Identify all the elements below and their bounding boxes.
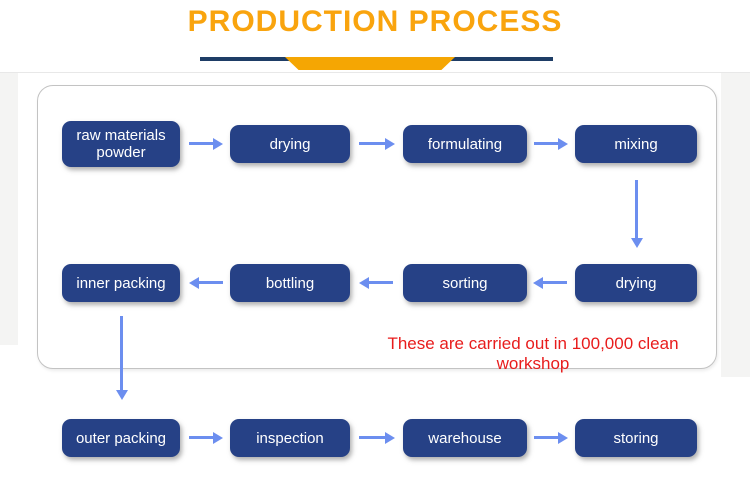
- left-gutter: [0, 73, 18, 345]
- page-title: PRODUCTION PROCESS: [187, 5, 563, 38]
- arrow-down-icon: [120, 316, 123, 390]
- node-label: outer packing: [75, 429, 167, 447]
- arrow-left-icon: [543, 281, 567, 284]
- node-label: bottling: [265, 274, 315, 292]
- node-label: sorting: [442, 274, 488, 292]
- node-inner-packing: inner packing: [62, 264, 180, 302]
- arrow-right-icon: [359, 142, 385, 145]
- workshop-note: These are carried out in 100,000 clean w…: [387, 334, 679, 373]
- node-sorting: sorting: [403, 264, 527, 302]
- arrow-right-icon: [534, 436, 558, 439]
- node-inspection: inspection: [230, 419, 350, 457]
- node-warehouse: warehouse: [403, 419, 527, 457]
- node-storing: storing: [575, 419, 697, 457]
- node-bottling: bottling: [230, 264, 350, 302]
- right-gutter: [721, 73, 750, 377]
- node-label: drying: [615, 274, 657, 292]
- arrow-right-icon: [189, 436, 213, 439]
- node-label: formulating: [427, 135, 503, 153]
- node-drying-1: drying: [230, 125, 350, 163]
- arrow-left-icon: [369, 281, 393, 284]
- node-formulating: formulating: [403, 125, 527, 163]
- node-outer-packing: outer packing: [62, 419, 180, 457]
- node-drying-2: drying: [575, 264, 697, 302]
- arrow-left-icon: [199, 281, 223, 284]
- node-label: warehouse: [428, 429, 502, 447]
- node-label: inner packing: [76, 274, 166, 292]
- node-label: storing: [613, 429, 659, 447]
- node-raw-materials-powder: raw materials powder: [62, 121, 180, 167]
- node-label: drying: [269, 135, 311, 153]
- node-mixing: mixing: [575, 125, 697, 163]
- arrow-right-icon: [534, 142, 558, 145]
- node-label: mixing: [614, 135, 658, 153]
- arrow-right-icon: [359, 436, 385, 439]
- arrow-down-icon: [635, 180, 638, 238]
- title-ribbon: [285, 57, 455, 70]
- node-label: inspection: [256, 429, 324, 447]
- section-divider: [0, 72, 750, 73]
- node-label: raw materials powder: [76, 127, 166, 161]
- arrow-right-icon: [189, 142, 213, 145]
